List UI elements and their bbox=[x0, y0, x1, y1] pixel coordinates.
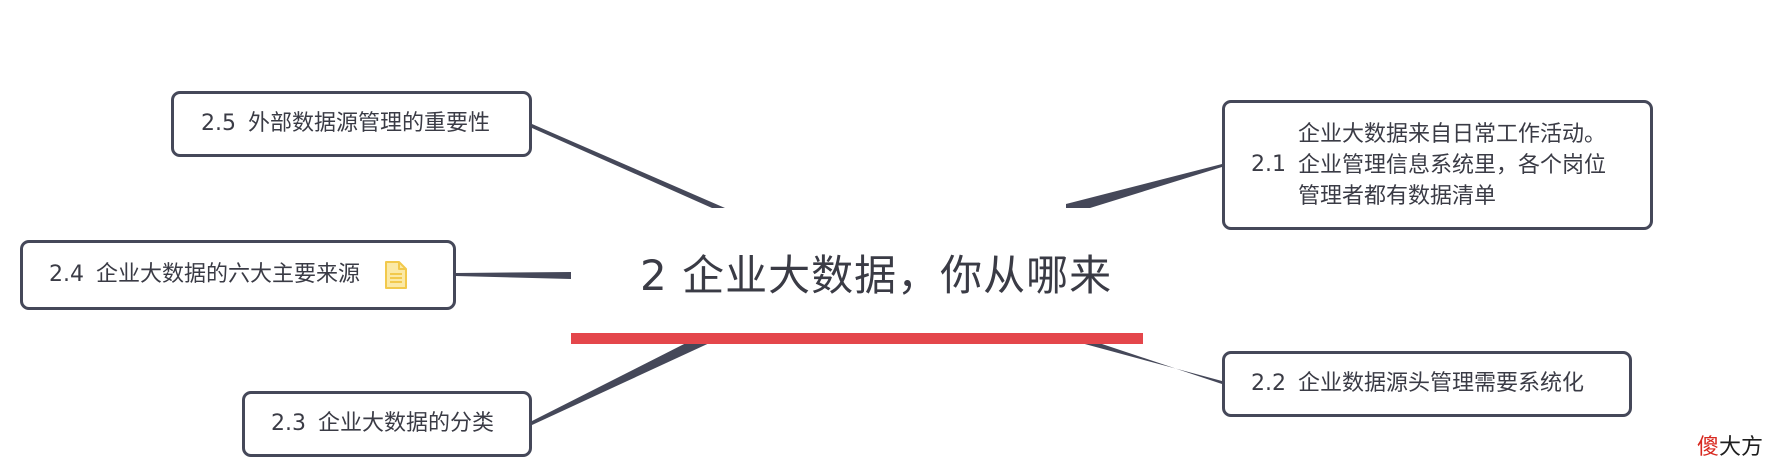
subtopic-label: 企业大数据的分类 bbox=[318, 411, 495, 436]
central-topic-underline bbox=[571, 333, 1143, 344]
subtopic-2-4[interactable]: 2.4 企业大数据的六大主要来源 bbox=[20, 240, 456, 310]
subtopic-label: 企业数据源头管理需要系统化 bbox=[1298, 371, 1585, 396]
subtopic-number: 2.1 bbox=[1251, 152, 1286, 177]
connector-2-4 bbox=[456, 272, 571, 279]
connector-2-2 bbox=[1070, 340, 1222, 384]
subtopic-label: 企业大数据来自日常工作活动。 企业管理信息系统里，各个岗位 管理者都有数据清单 bbox=[1298, 119, 1606, 212]
central-topic[interactable]: 2 企业大数据，你从哪来 bbox=[640, 251, 1113, 300]
subtopic-2-2[interactable]: 2.2 企业数据源头管理需要系统化 bbox=[1222, 351, 1632, 417]
subtopic-number: 2.2 bbox=[1251, 371, 1286, 396]
subtopic-label-line: 企业管理信息系统里，各个岗位 bbox=[1298, 152, 1607, 178]
connector-2-3 bbox=[532, 340, 716, 425]
subtopic-number: 2.3 bbox=[271, 411, 306, 436]
subtopic-2-3[interactable]: 2.3 企业大数据的分类 bbox=[242, 391, 532, 457]
watermark: 傻大方 bbox=[1697, 434, 1763, 462]
connector-2-5 bbox=[532, 124, 725, 208]
watermark-first-char: 傻 bbox=[1696, 435, 1719, 460]
subtopic-number: 2.5 bbox=[201, 111, 236, 136]
subtopic-2-1[interactable]: 2.1 企业大数据来自日常工作活动。 企业管理信息系统里，各个岗位 管理者都有数… bbox=[1222, 100, 1653, 230]
note-icon[interactable] bbox=[384, 261, 408, 289]
subtopic-label-line: 管理者都有数据清单 bbox=[1298, 183, 1497, 209]
watermark-rest: 大方 bbox=[1718, 435, 1763, 460]
connector-2-1 bbox=[1066, 164, 1222, 208]
subtopic-2-5[interactable]: 2.5 外部数据源管理的重要性 bbox=[171, 91, 532, 157]
subtopic-label-line: 企业大数据来自日常工作活动。 bbox=[1298, 121, 1607, 147]
subtopic-label: 企业大数据的六大主要来源 bbox=[96, 262, 361, 287]
subtopic-label: 外部数据源管理的重要性 bbox=[248, 111, 491, 136]
subtopic-number: 2.4 bbox=[49, 262, 84, 287]
